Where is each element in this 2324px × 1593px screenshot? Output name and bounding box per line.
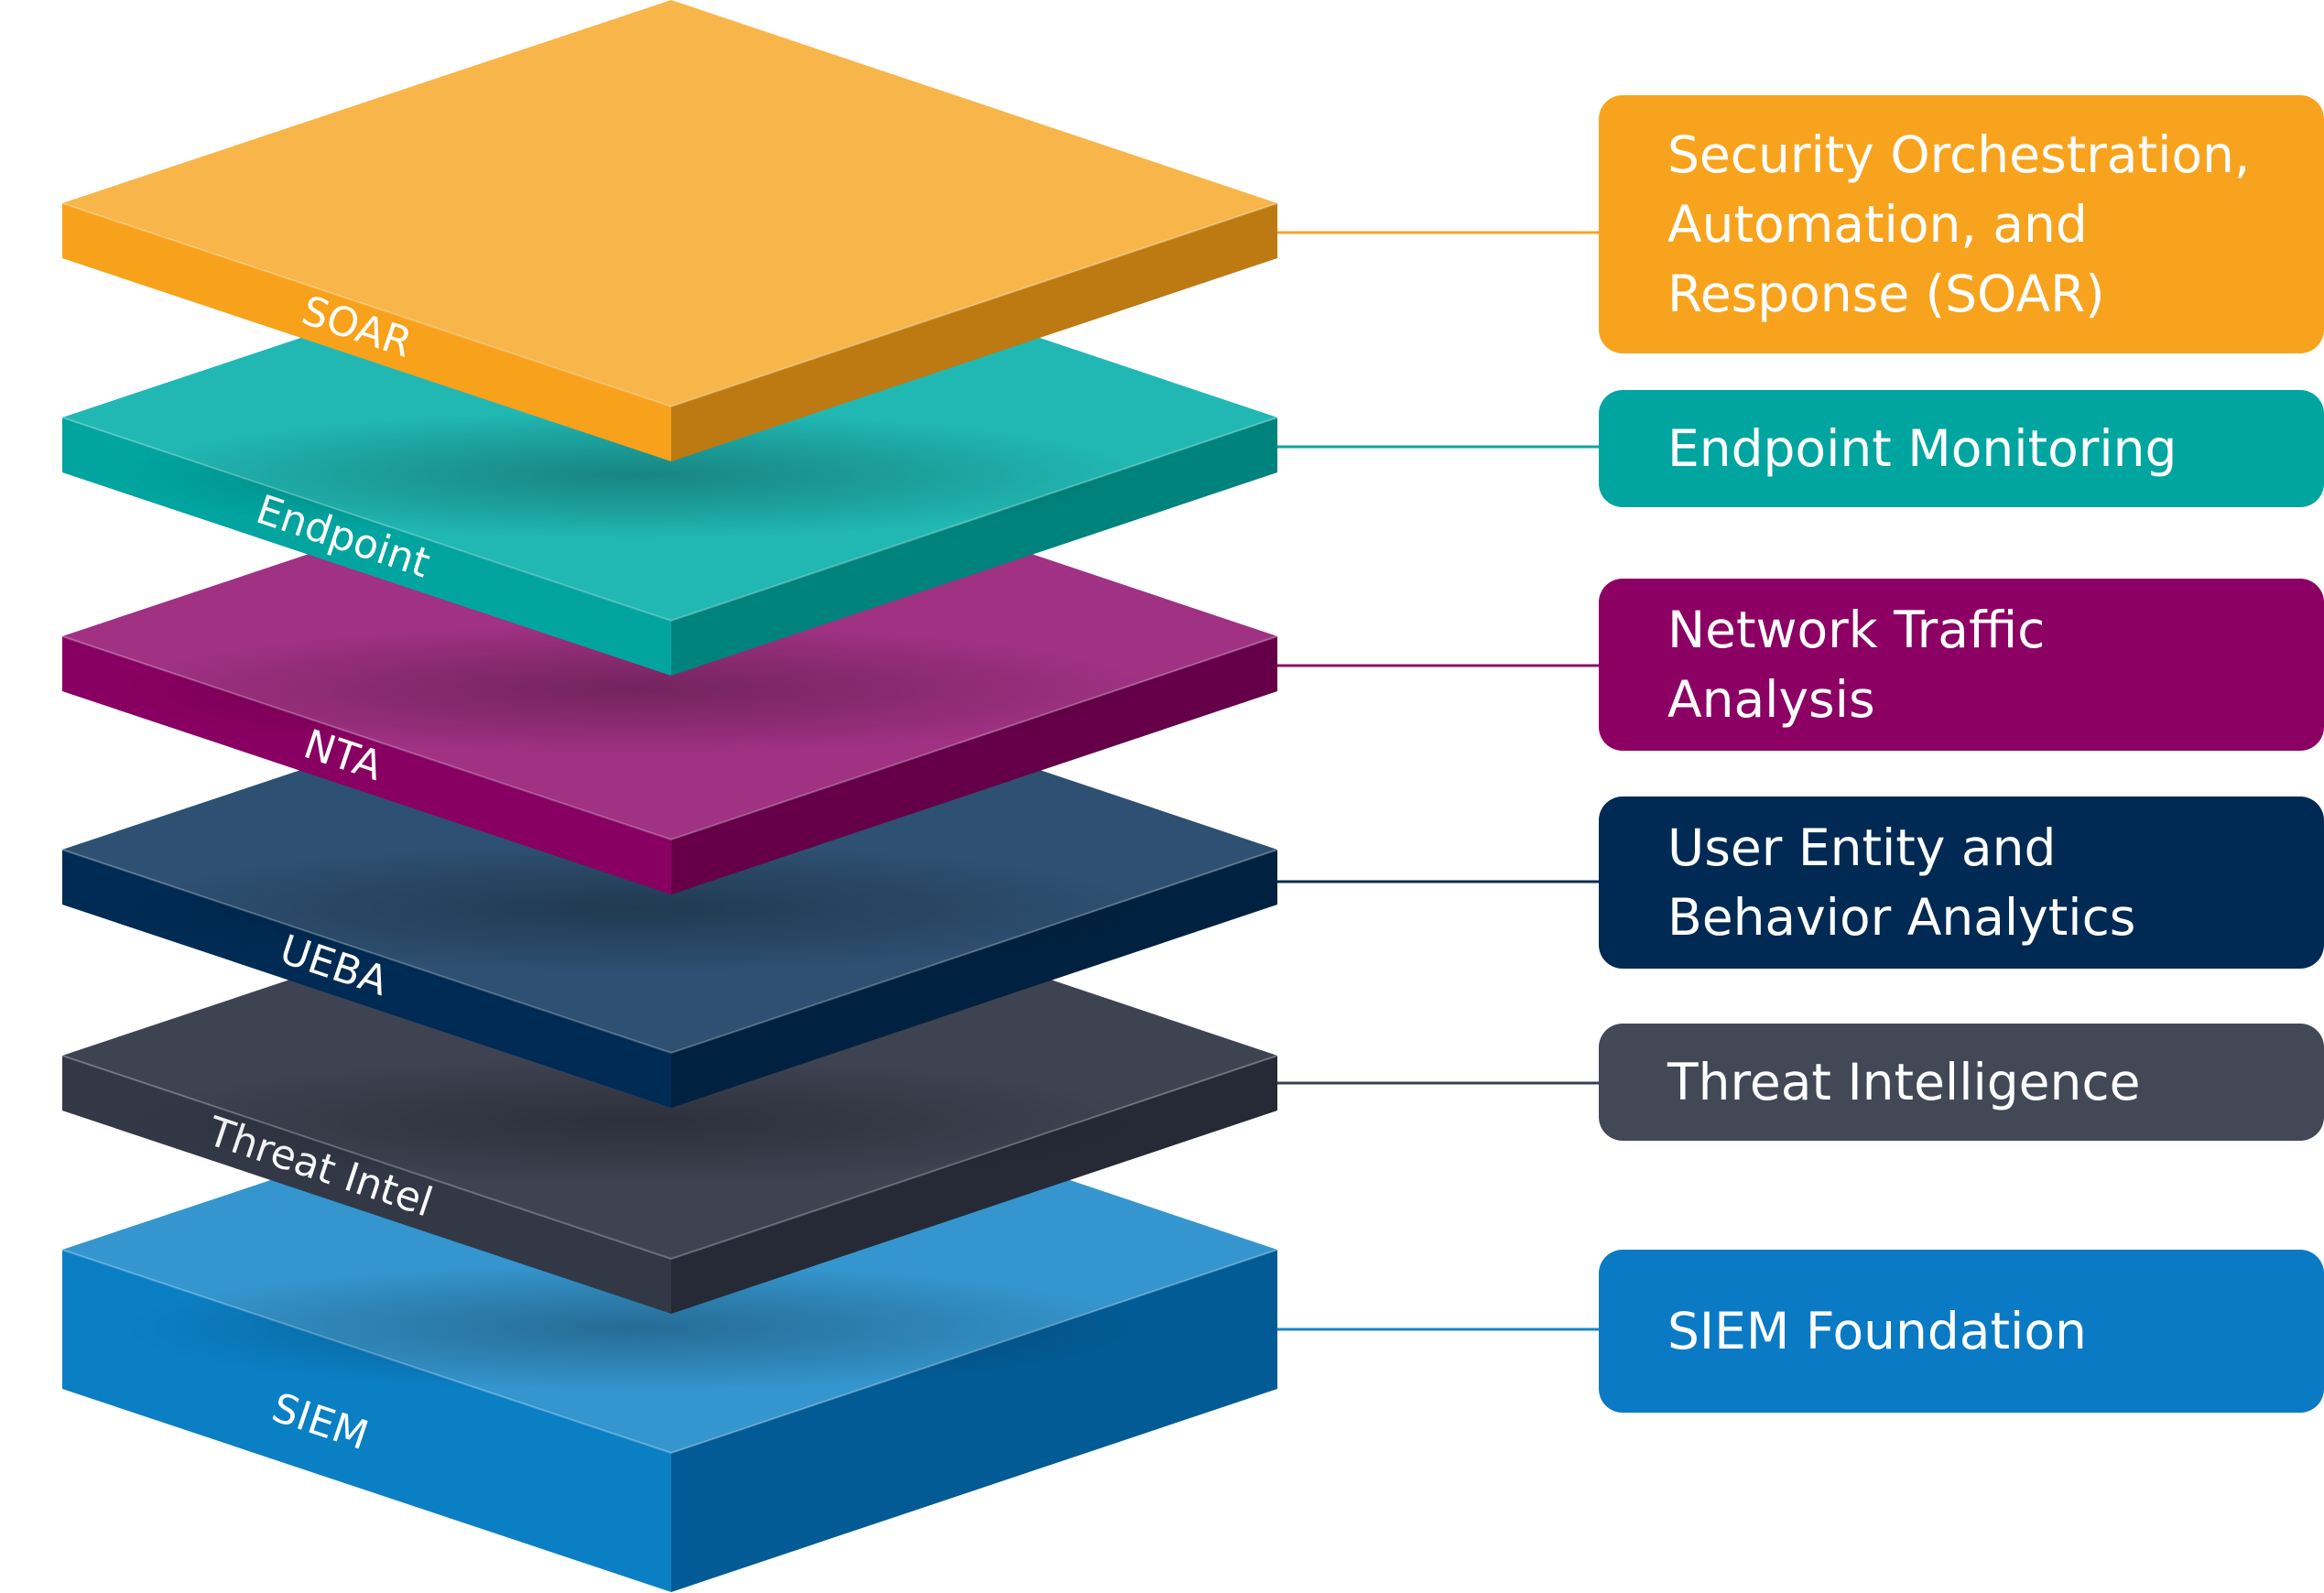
legend-title-nta: Network Traffic Analysis	[1667, 601, 2046, 729]
layers-group: SIEMThreat IntelUEBANTAEndpointSOAR	[61, 0, 1278, 1592]
connector-lines	[1277, 231, 1599, 1331]
layer-edge-soar	[61, 202, 1278, 408]
layer-shadow-nta	[122, 844, 1147, 972]
layer-shadow-endpoint	[122, 625, 1147, 753]
layer-right-face-soar	[671, 203, 1277, 461]
legend-item-soar: Security Orchestration, Automation, and …	[1599, 95, 2324, 353]
layer-shadow-soar	[122, 411, 1147, 539]
layer-top-face-soar	[62, 0, 1277, 406]
legend-title-siem: SIEM Foundation	[1667, 1302, 2087, 1360]
legend-title-threat-intel: Threat Intelligence	[1667, 1053, 2141, 1111]
legend-title-ueba: User Entity and Behavior Analytics	[1667, 818, 2136, 947]
legend-item-threat-intel: Threat Intelligence	[1599, 1024, 2324, 1141]
layer-shadow-ueba	[122, 1057, 1147, 1186]
legend-item-ueba: User Entity and Behavior Analytics	[1599, 796, 2324, 969]
layer-left-face-soar	[62, 203, 671, 461]
legend-title-endpoint: Endpoint Monitoring	[1667, 419, 2177, 478]
layer-shadow-threat-intel	[122, 1263, 1147, 1392]
legend-item-nta: Network Traffic Analysis	[1599, 579, 2324, 751]
legend-item-endpoint: Endpoint Monitoring	[1599, 390, 2324, 507]
layer-soar: SOAR	[61, 0, 1278, 539]
legend-title-soar: Security Orchestration, Automation, and …	[1667, 125, 2251, 323]
legend-item-siem: SIEM Foundation	[1599, 1250, 2324, 1413]
